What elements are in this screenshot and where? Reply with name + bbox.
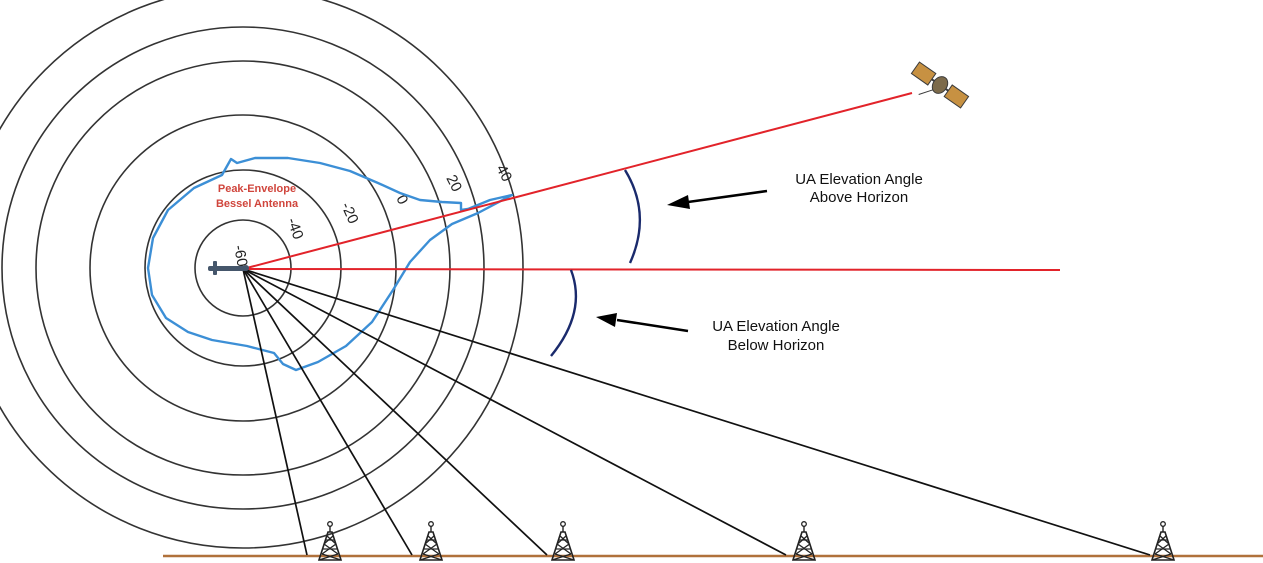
transmission-tower-icon — [551, 520, 575, 561]
tower-rays — [242, 268, 1151, 556]
contour-label-minus60: -60 — [230, 244, 251, 268]
callout-above-line2: Above Horizon — [810, 189, 908, 206]
contour-rings — [0, 0, 524, 549]
tower-ray-1 — [242, 268, 308, 556]
elevation-arc-above — [623, 169, 642, 264]
horizon-ray — [242, 268, 1061, 271]
elevation-arc-below — [550, 269, 578, 357]
contour-ring-40 — [0, 0, 524, 549]
tower-ray-3 — [242, 268, 548, 556]
transmission-tower-icon — [792, 520, 816, 561]
callout-above-line1: UA Elevation Angle — [795, 171, 923, 188]
transmission-tower-icon — [419, 520, 443, 561]
tower-ray-4 — [242, 268, 787, 556]
contour-label-20: 20 — [442, 172, 465, 195]
tower-ray-2 — [242, 268, 413, 556]
antenna-label-line1: Peak-Envelope — [218, 183, 296, 195]
antenna-pattern-outline — [146, 156, 514, 372]
aircraft-icon — [208, 261, 249, 275]
satellite-ray — [242, 92, 913, 270]
satellite-icon — [910, 61, 970, 109]
antenna-label-line2: Bessel Antenna — [216, 198, 299, 210]
tower-ray-5 — [242, 268, 1151, 556]
callout-below-line2: Below Horizon — [728, 337, 825, 354]
contour-label-minus20: -20 — [337, 200, 361, 227]
contour-ring-minus20 — [89, 114, 397, 422]
contour-label-40: 40 — [492, 162, 515, 185]
callout-below-line1: UA Elevation Angle — [712, 318, 840, 335]
contour-ring-minus40 — [144, 169, 342, 367]
contour-ring-minus60 — [194, 219, 292, 317]
transmission-tower-icon — [318, 520, 342, 561]
contour-ring-20 — [1, 26, 485, 510]
contour-label-minus40: -40 — [283, 216, 306, 242]
callout-arrow-below — [596, 313, 689, 333]
contour-ring-0 — [35, 60, 451, 476]
transmission-tower-icon — [1151, 520, 1175, 561]
callout-arrow-above — [667, 189, 768, 209]
